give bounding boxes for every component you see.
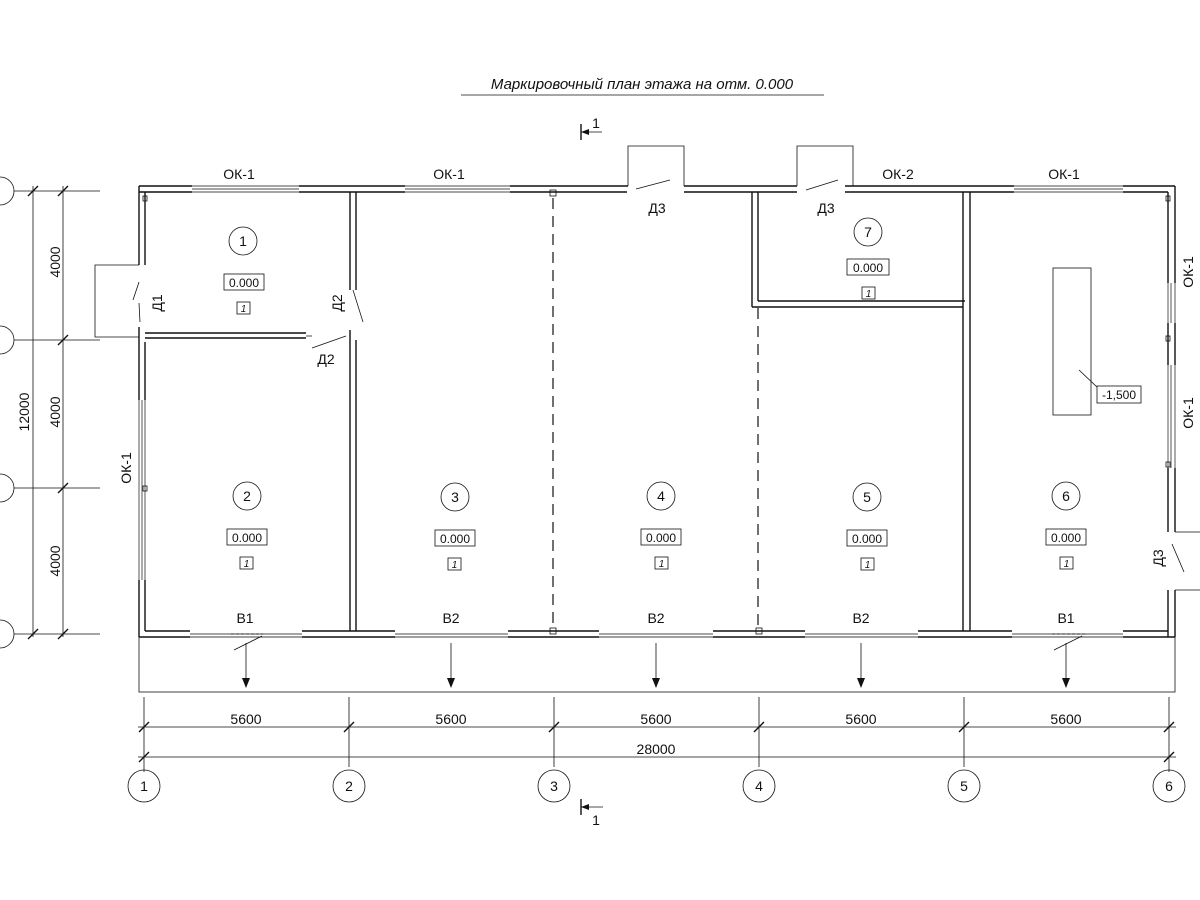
interior-walls [145,192,971,631]
room-3: 3 0.000 1 [434,482,476,571]
room-level: 0.000 [852,532,882,546]
axis-4: 4 [755,778,763,794]
room-5: 5 0.000 1 [846,482,888,571]
canopy-strip [138,636,1176,693]
room-finish: 1 [1064,559,1070,570]
dim-bottom-5: 5600 [1050,711,1081,727]
doors: Д1 Д2 Д2 Д3 Д3 Д3 [94,145,1200,591]
dimensions-bottom: 5600 5600 5600 5600 5600 28000 [138,697,1176,772]
window-label-left: ОК-1 [118,452,134,484]
gate-label-2: В2 [442,610,459,626]
gates: В1 В2 В2 В2 В1 [233,610,1083,688]
dim-left-2: 4000 [47,396,63,427]
room-finish: 1 [865,560,871,571]
section-marker-top: 1 [580,115,602,140]
room-4: 4 0.000 1 [640,481,682,570]
section-label-top: 1 [592,115,600,131]
door-label-d3-top-left: Д3 [648,200,665,216]
dimensions-left: 4000 4000 4000 12000 [0,176,100,649]
door-label-d3-top-right: Д3 [817,200,834,216]
gate-label-1: В1 [236,610,253,626]
gate-label-5: В1 [1057,610,1074,626]
door-label-d2-horizontal: Д2 [317,351,334,367]
axis-3: 3 [550,778,558,794]
axis-1: 1 [140,778,148,794]
room-level: 0.000 [229,276,259,290]
pit-level: -1,500 [1102,388,1136,402]
room-finish: 1 [241,304,247,315]
window-label-top-2: ОК-1 [433,166,465,182]
room-number: 1 [239,233,247,249]
room-number: 6 [1062,488,1070,504]
plan-title: Маркировочный план этажа на отм. 0.000 [491,76,794,93]
door-label-d3-right: Д3 [1150,549,1166,566]
axis-2: 2 [345,778,353,794]
room-level: 0.000 [440,532,470,546]
room-finish: 1 [659,559,665,570]
window-label-top-3: ОК-2 [882,166,914,182]
section-marker-bottom: 1 [580,799,603,828]
room-1: 1 0.000 1 [223,226,265,315]
window-labels: ОК-1 ОК-1 ОК-2 ОК-1 ОК-1 ОК-1 ОК-1 [118,166,1196,484]
room-finish: 1 [244,559,250,570]
gate-label-3: В2 [647,610,664,626]
axis-6: 6 [1165,778,1173,794]
room-number: 3 [451,489,459,505]
dim-bottom-1: 5600 [230,711,261,727]
room-number: 2 [243,488,251,504]
room-level: 0.000 [1051,531,1081,545]
window-label-top-1: ОК-1 [223,166,255,182]
dim-bottom-2: 5600 [435,711,466,727]
pit: -1,500 [1052,267,1142,416]
window-label-right-2: ОК-1 [1180,397,1196,429]
dim-bottom-3: 5600 [640,711,671,727]
room-level: 0.000 [646,531,676,545]
room-2: 2 0.000 1 [226,481,268,570]
window-label-right-1: ОК-1 [1180,256,1196,288]
room-level: 0.000 [232,531,262,545]
room-finish: 1 [866,289,872,300]
door-label-d2-vertical: Д2 [329,294,345,311]
room-number: 4 [657,488,665,504]
room-6: 6 0.000 1 [1045,481,1087,570]
dim-left-total: 12000 [16,392,32,431]
room-7: 7 0.000 1 [846,217,890,300]
axes-bottom: 1 2 3 4 5 6 [127,769,1186,803]
room-number: 7 [864,224,872,240]
section-label-bottom: 1 [592,812,600,828]
dim-bottom-4: 5600 [845,711,876,727]
room-finish: 1 [452,560,458,571]
dim-left-1: 4000 [47,246,63,277]
dim-bottom-total: 28000 [637,741,676,757]
axis-5: 5 [960,778,968,794]
gate-label-4: В2 [852,610,869,626]
room-number: 5 [863,489,871,505]
room-level: 0.000 [853,261,883,275]
door-label-d1: Д1 [149,294,165,311]
dim-left-3: 4000 [47,545,63,576]
window-label-top-4: ОК-1 [1048,166,1080,182]
